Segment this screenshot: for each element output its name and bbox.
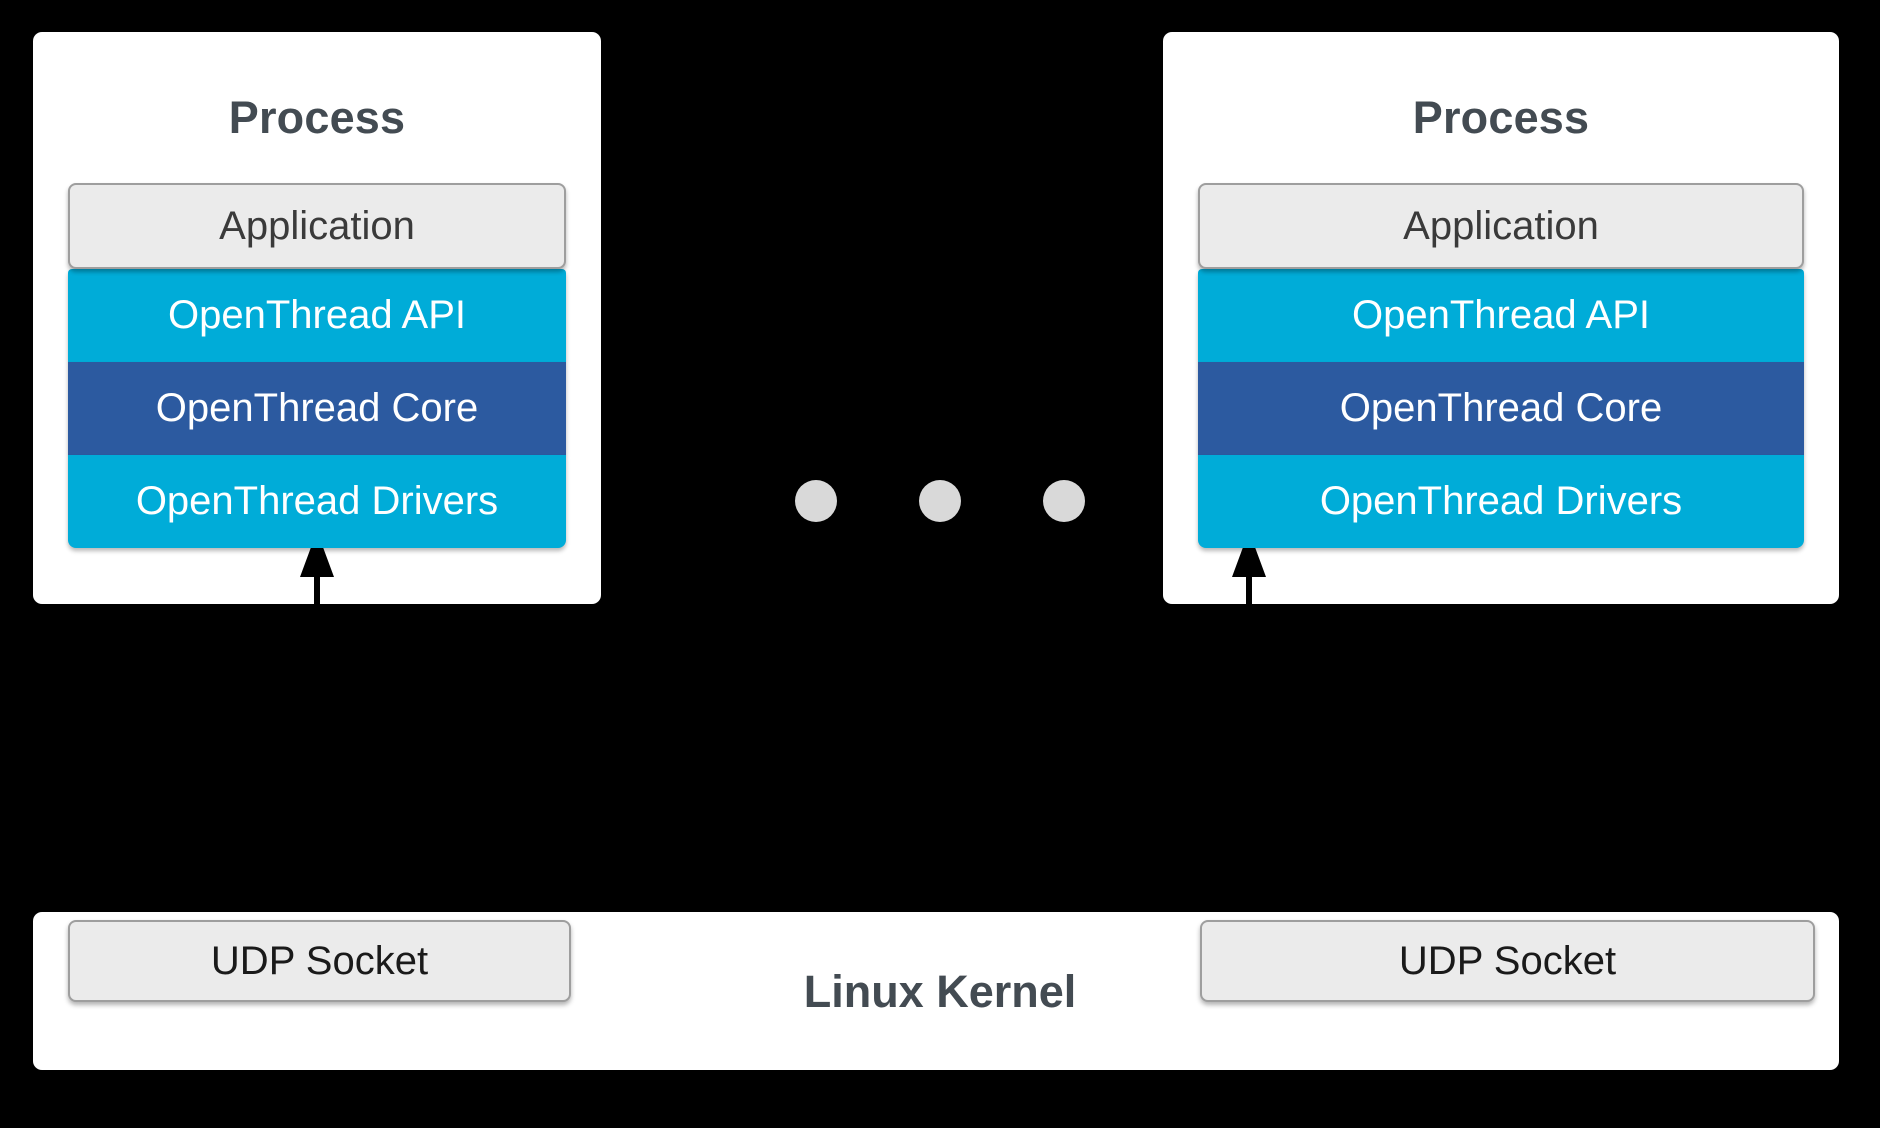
layer-openthread-api-right[interactable]: OpenThread API	[1198, 269, 1804, 362]
ellipsis-dot	[795, 480, 837, 522]
process-box-right: Process Application OpenThread API OpenT…	[1163, 32, 1839, 604]
ellipsis-dot	[1043, 480, 1085, 522]
openthread-stack-right: Application OpenThread API OpenThread Co…	[1198, 183, 1804, 548]
layer-openthread-api-left[interactable]: OpenThread API	[68, 269, 566, 362]
horizontal-ellipsis-icon	[795, 479, 1085, 523]
layer-application-left[interactable]: Application	[68, 183, 566, 269]
process-box-left: Process Application OpenThread API OpenT…	[33, 32, 601, 604]
openthread-stack-left: Application OpenThread API OpenThread Co…	[68, 183, 566, 548]
arrow-up-icon-right	[1229, 531, 1269, 661]
process-title-right: Process	[1412, 92, 1590, 143]
udp-socket-left[interactable]: UDP Socket	[68, 920, 571, 1002]
ellipsis-dot	[919, 480, 961, 522]
arrow-up-icon-left	[297, 531, 337, 661]
layer-openthread-core-left[interactable]: OpenThread Core	[68, 362, 566, 455]
layer-openthread-drivers-left[interactable]: OpenThread Drivers	[68, 455, 566, 548]
layer-application-right[interactable]: Application	[1198, 183, 1804, 269]
udp-socket-right[interactable]: UDP Socket	[1200, 920, 1815, 1002]
process-title-left: Process	[228, 92, 406, 143]
layer-openthread-core-right[interactable]: OpenThread Core	[1198, 362, 1804, 455]
layer-openthread-drivers-right[interactable]: OpenThread Drivers	[1198, 455, 1804, 548]
linux-kernel-title: Linux Kernel	[803, 966, 1077, 1017]
